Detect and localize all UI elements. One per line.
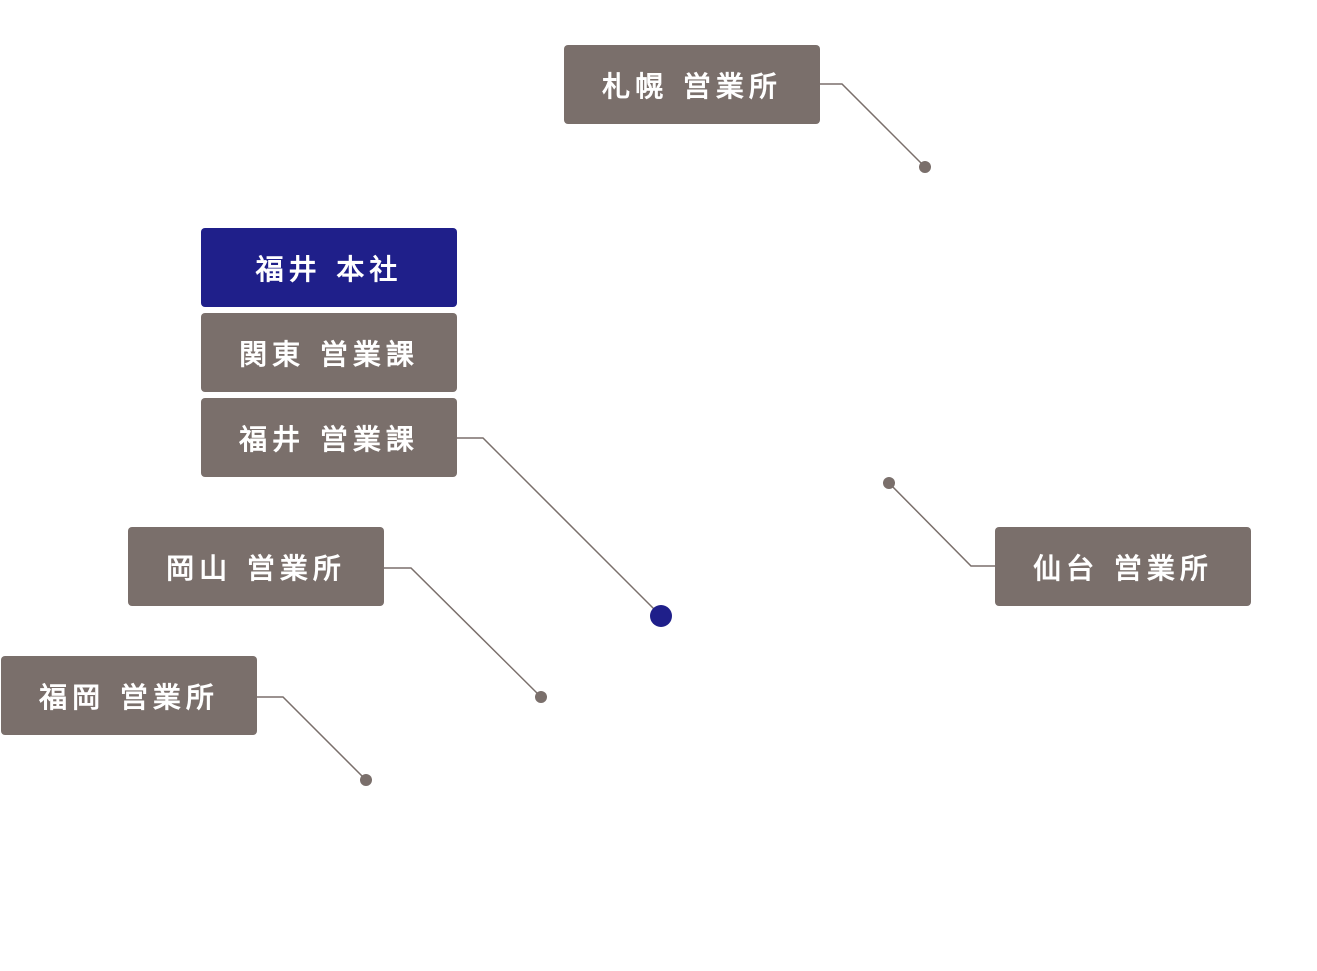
connector-okayama (384, 567, 542, 698)
office-label-okayama[interactable]: 岡山 営業所 (128, 527, 384, 606)
location-marker-sapporo[interactable] (919, 161, 931, 173)
office-label-sendai[interactable]: 仙台 営業所 (995, 527, 1251, 606)
office-label-hq[interactable]: 福井 本社 (201, 228, 457, 307)
office-label-fukui[interactable]: 福井 営業課 (201, 398, 457, 477)
office-label-sapporo[interactable]: 札幌 営業所 (564, 45, 820, 124)
location-marker-okayama[interactable] (535, 691, 547, 703)
connector-sapporo (820, 83, 926, 168)
location-marker-fukuoka[interactable] (360, 774, 372, 786)
connector-fukuoka (257, 696, 367, 781)
office-label-fukuoka[interactable]: 福岡 営業所 (1, 656, 257, 735)
office-label-kanto[interactable]: 関東 営業課 (201, 313, 457, 392)
connector-sendai (888, 482, 995, 567)
connector-fukui (456, 437, 662, 617)
location-marker-hq[interactable] (650, 605, 672, 627)
location-marker-sendai[interactable] (883, 477, 895, 489)
